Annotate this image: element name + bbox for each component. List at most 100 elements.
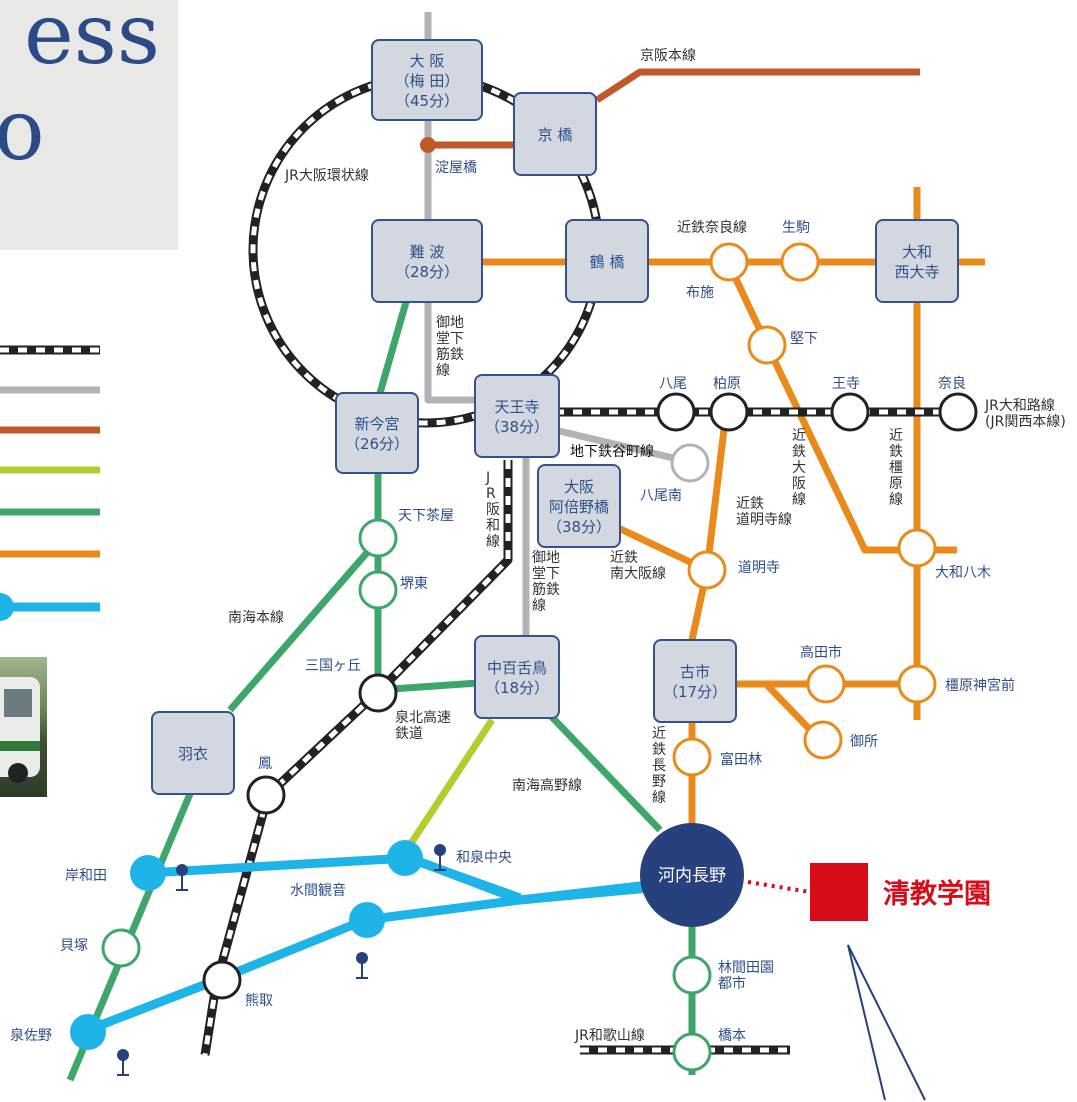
station-marker-kintetsu-7 [803,720,843,760]
station-label-fuse: 布施 [686,285,714,301]
station-label-domyoji: 道明寺 [738,560,780,576]
box-osaka [371,39,483,121]
destination-link [747,880,811,894]
map-labels: 河内長野清教学園淀屋橋生駒布施堅下八尾柏原王寺奈良八尾南道明寺大和八木天下茶屋堺… [10,48,1066,1044]
station-marker-kintetsu-5 [806,664,846,704]
nankai-main-north [374,294,412,401]
line-label-nankai_main: 南海本線 [228,610,284,626]
line-label-osaka_line: 近鉄大阪線 [792,428,806,508]
box-osaka-label-1: （梅 田） [395,72,460,90]
station-label-hashimoto: 橋本 [718,1028,746,1044]
school-bus-image [0,677,40,783]
hub-circle-kawachinagano [640,823,744,927]
bus-photo [0,657,47,797]
line-label-tanimachi: 地下鉄谷町線 [570,444,654,460]
station-label-kaizuka: 貝塚 [60,938,88,954]
route-lines [0,12,985,1101]
line-label-keihan: 京阪本線 [640,48,696,64]
box-shinimamiya-label-1: （26分） [345,435,409,453]
station-label-mizumakannon: 水間観音 [290,882,346,899]
box-abeno-label-1: 阿倍野橋 [549,498,609,516]
box-yamato_saidaiji [875,219,959,303]
destination-label: 清教学園 [883,878,991,910]
box-nakamozu-label-1: （18分） [485,679,549,697]
pointer-line-2 [847,944,926,1101]
box-nakamozu [474,635,560,719]
station-marker-jr-6 [202,960,242,1000]
station-marker-kintetsu-0 [709,242,749,282]
station-label-ikoma: 生駒 [782,220,810,236]
station-marker-nankai-3 [672,955,712,995]
line-label-kashihara_line: 近鉄橿原線 [889,428,903,508]
station-marker-nankai-0 [358,518,398,558]
station-label-mikunigaoka: 三国ヶ丘 [305,658,361,674]
box-abeno [537,464,621,548]
station-label-kashiharajingumae: 橿原神宮前 [945,677,1015,694]
line-label-midosuji2: 御地堂下筋鉄線 [532,550,560,614]
station-marker-bus-2 [349,902,385,938]
line-label-midosuji1: 御地堂下筋鉄線 [436,315,464,379]
hub-label: 河内長野 [658,866,726,886]
bus-stop-icon-3 [117,1049,129,1061]
keihan-main-line [595,68,920,103]
station-marker-bus-0 [130,855,166,891]
station-marker-nankai-4 [672,1032,712,1072]
legend-swatch-bus-dot [0,593,14,621]
nankai-main-line [227,537,381,713]
station-label-otori: 鳳 [258,756,272,772]
box-tennoji-label-1: （38分） [485,418,549,436]
box-namba [371,219,483,303]
station-marker-jr-3 [938,392,978,432]
box-namba-label-0: 難 波 [410,243,445,261]
line-label-nankai_koya: 南海高野線 [512,777,582,794]
box-furuichi-label-0: 古市 [680,663,710,681]
station-label-kataShita: 堅下 [790,331,818,347]
header-text-line1: ess [24,0,160,83]
box-furuichi-label-1: （17分） [663,683,727,701]
station-marker-yaominami [670,443,710,483]
station-marker-jr-0 [656,392,696,432]
station-marker-yodoyabashi [420,137,436,153]
station-label-rinkan: 林間田園都市 [718,960,774,992]
station-label-yodoyabashi: 淀屋橋 [435,160,477,176]
station-label-yao: 八尾 [659,376,687,392]
nankai-koya-line [547,712,663,833]
line-label-senboku: 泉北高速鉄道 [395,709,451,742]
station-label-kashiwara: 柏原 [713,376,741,392]
station-label-tondabayashi: 富田林 [720,751,762,768]
station-marker-nankai-2 [101,928,141,968]
station-label-izumichuo: 和泉中央 [456,849,512,866]
station-marker-kintetsu-3 [687,550,727,590]
box-osaka-label-2: （45分） [395,92,459,110]
pointer-line-1 [847,944,886,1101]
box-tennoji-label-0: 天王寺 [494,398,539,416]
station-label-kishiwada: 岸和田 [65,868,107,884]
station-label-yamato_yagi: 大和八木 [935,565,991,581]
box-furuichi [653,639,737,723]
bus-stop-icon-2 [356,952,368,964]
box-hagoromo-label-0: 羽衣 [178,745,208,763]
header-text-line2: o [0,81,45,179]
terminal-boxes: 大 阪（梅 田）（45分）京 橋難 波（28分）鶴 橋大和西大寺天王寺（38分）… [151,39,959,795]
box-namba-label-1: （28分） [395,263,459,281]
line-label-wakayama: JR和歌山線 [574,1028,645,1044]
box-shinimamiya [335,392,419,474]
bus-stop-icon-1 [434,844,446,856]
box-nakamozu-label-0: 中百舌鳥 [487,659,547,677]
senboku-line [407,718,495,847]
subway-tanimachi [554,426,691,466]
station-label-gose: 御所 [850,734,878,750]
station-marker-kintetsu-8 [672,737,712,777]
station-marker-bus-1 [387,840,423,876]
station-label-sakaihigashi: 堺東 [400,576,428,592]
line-label-yamatoji: JR大和路線(JR関西本線) [984,398,1066,430]
box-abeno-label-0: 大阪 [564,478,594,496]
station-marker-kintetsu-4 [897,528,937,568]
line-label-kintetsu_nara: 近鉄奈良線 [677,220,747,236]
station-marker-nankai-1 [358,570,398,610]
station-label-tengachaya: 天下茶屋 [398,508,454,524]
box-abeno-label-2: （38分） [547,518,611,536]
station-marker-jr-5 [246,775,286,815]
station-marker-bus-3 [70,1014,106,1050]
